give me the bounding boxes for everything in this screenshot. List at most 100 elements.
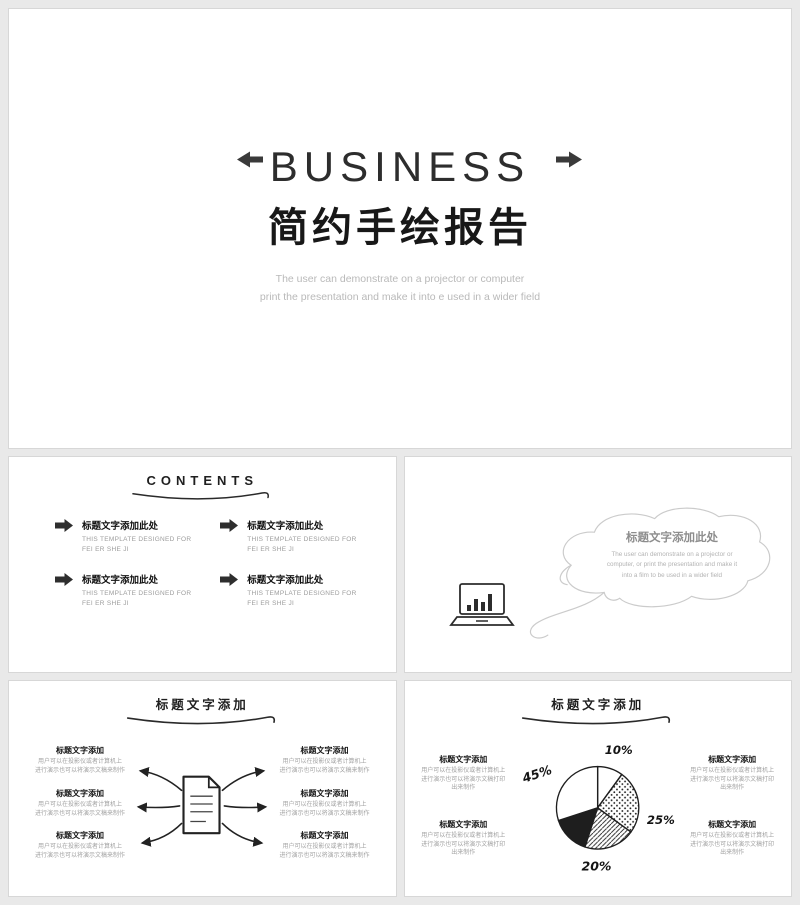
pie-label-20: 20% — [582, 859, 612, 874]
item-desc-line: 用户可以在投影仪或者计算机上 — [37, 844, 122, 851]
contents-item-desc: THIS TEMPLATE DESIGNED FOR FEI ER SHE JI — [247, 590, 357, 608]
item-title: 标题文字添加 — [300, 746, 349, 756]
item-title: 标题文字添加 — [300, 831, 349, 841]
item-desc-line: 用户可以在投影仪或者计算机上 — [690, 767, 775, 774]
item-desc-line: 进行演示也可以将演示文稿打印 — [690, 776, 775, 783]
contents-items: 标题文字添加此处 THIS TEMPLATE DESIGNED FOR FEI … — [9, 518, 396, 609]
contents-item-desc: THIS TEMPLATE DESIGNED FOR FEI ER SHE JI — [247, 536, 357, 554]
pie-label-10: 10% — [605, 743, 633, 757]
item-desc: 用户可以在投影仪或者计算机上 进行演示也可以将演示文稿来制作 — [276, 843, 374, 860]
diagram-item: 标题文字添加 用户可以在投影仪或者计算机上 进行演示也可以将演示文稿来制作 — [276, 745, 374, 775]
underline-swoosh-icon — [126, 716, 275, 725]
item-title: 标题文字添加 — [708, 820, 757, 829]
thumbnail-grid: CONTENTS 标题文字添加此处 THIS TEMPLATE DESIGNED… — [8, 456, 792, 897]
item-title: 标题文字添加 — [439, 820, 488, 829]
diagram-item: 标题文字添加 用户可以在投影仪或者计算机上 进行演示也可以将演示文稿来制作 — [31, 745, 129, 775]
item-desc: 用户可以在投影仪或者计算机上 进行演示也可以将演示文稿打印 出来制作 — [687, 832, 777, 858]
diagram-item: 标题文字添加 用户可以在投影仪或者计算机上 进行演示也可以将演示文稿来制作 — [31, 788, 129, 818]
contents-item: 标题文字添加此处 THIS TEMPLATE DESIGNED FOR FEI … — [220, 572, 369, 609]
diagram-item: 标题文字添加 用户可以在投影仪或者计算机上 进行演示也可以将演示文稿来制作 — [276, 830, 374, 860]
item-desc-line: 进行演示也可以将演示文稿来制作 — [279, 852, 370, 859]
pie-item: 标题文字添加 用户可以在投影仪或者计算机上 进行演示也可以将演示文稿打印 出来制… — [687, 819, 777, 858]
item-desc: 用户可以在投影仪或者计算机上 进行演示也可以将演示文稿来制作 — [31, 758, 129, 775]
diagram-right-column: 标题文字添加 用户可以在投影仪或者计算机上 进行演示也可以将演示文稿来制作 标题… — [276, 745, 374, 860]
pie-item: 标题文字添加 用户可以在投影仪或者计算机上 进行演示也可以将演示文稿打印 出来制… — [419, 754, 509, 793]
bullet-arrow-icon — [55, 518, 74, 538]
item-desc-line: 用户可以在投影仪或者计算机上 — [690, 833, 775, 839]
pie-content: 标题文字添加 用户可以在投影仪或者计算机上 进行演示也可以将演示文稿打印 出来制… — [405, 727, 792, 885]
diagram-heading: 标题文字添加 — [155, 698, 249, 712]
hero-desc-line: The user can demonstrate on a projector … — [275, 273, 525, 285]
section-desc-line: computer, or print the presentation and … — [606, 561, 738, 569]
contents-item: 标题文字添加此处 THIS TEMPLATE DESIGNED FOR FEI … — [55, 518, 204, 555]
cloud-callout: 标题文字添加此处 The user can demonstrate on a p… — [507, 495, 779, 651]
item-title: 标题文字添加 — [439, 754, 488, 764]
section-title: 标题文字添加此处 — [626, 532, 718, 544]
pie-label-25: 25% — [647, 813, 675, 827]
item-title: 标题文字添加 — [300, 788, 349, 798]
item-title: 标题文字添加 — [56, 788, 104, 798]
document-icon — [182, 775, 221, 835]
hand-drawn-pie-chart: 45% 10% 25% 20% — [520, 743, 676, 874]
section-desc-line: The user can demonstrate on a projector … — [611, 551, 733, 558]
item-title: 标题文字添加 — [708, 754, 757, 764]
contents-item-desc: THIS TEMPLATE DESIGNED FOR FEI ER SHE JI — [82, 536, 192, 554]
item-desc: 用户可以在投影仪或者计算机上 进行演示也可以将演示文稿来制作 — [276, 758, 374, 775]
bullet-arrow-icon — [220, 572, 239, 592]
item-desc-line: 用户可以在投影仪或者计算机上 — [421, 833, 506, 839]
item-desc-line: 进行演示也可以将演示文稿来制作 — [279, 768, 370, 775]
slide-contents[interactable]: CONTENTS 标题文字添加此处 THIS TEMPLATE DESIGNED… — [8, 456, 397, 673]
item-desc: 用户可以在投影仪或者计算机上 进行演示也可以将演示文稿打印 出来制作 — [687, 767, 777, 793]
item-desc-line: 用户可以在投影仪或者计算机上 — [282, 801, 367, 808]
pie-heading: 标题文字添加 — [551, 698, 645, 712]
contents-item-desc: THIS TEMPLATE DESIGNED FOR FEI ER SHE JI — [82, 590, 192, 608]
item-desc-line: 进行演示也可以将演示文稿来制作 — [34, 852, 125, 859]
item-desc: 用户可以在投影仪或者计算机上 进行演示也可以将演示文稿来制作 — [31, 843, 129, 860]
diagram-item: 标题文字添加 用户可以在投影仪或者计算机上 进行演示也可以将演示文稿来制作 — [31, 830, 129, 860]
item-desc-line: 进行演示也可以将演示文稿打印 — [690, 841, 775, 848]
hero-description: The user can demonstrate on a projector … — [9, 271, 791, 307]
contents-item-title: 标题文字添加此处 — [82, 521, 159, 532]
item-title: 标题文字添加 — [56, 746, 104, 756]
contents-item-title: 标题文字添加此处 — [247, 575, 324, 587]
item-title: 标题文字添加 — [56, 831, 104, 841]
hero-desc-line: print the presentation and make it into … — [259, 290, 541, 303]
pie-label-45: 45% — [520, 762, 554, 786]
slide-pie-chart[interactable]: 标题文字添加 标题文字添加 用户可以在投影仪或者计算机上 进行演示也可以将演示文… — [403, 680, 792, 897]
diagram-item: 标题文字添加 用户可以在投影仪或者计算机上 进行演示也可以将演示文稿来制作 — [276, 788, 374, 818]
pie-item: 标题文字添加 用户可以在投影仪或者计算机上 进行演示也可以将演示文稿打印 出来制… — [419, 819, 509, 858]
item-desc-line: 用户可以在投影仪或者计算机上 — [282, 844, 367, 851]
laptop-chart-icon — [448, 581, 515, 636]
underline-swoosh-icon — [522, 716, 671, 725]
item-desc: 用户可以在投影仪或者计算机上 进行演示也可以将演示文稿来制作 — [276, 801, 374, 818]
item-desc-line: 进行演示也可以将演示文稿来制作 — [34, 810, 125, 817]
arrow-left-icon — [236, 151, 263, 173]
item-desc: 用户可以在投影仪或者计算机上 进行演示也可以将演示文稿打印 出来制作 — [419, 767, 509, 793]
slide-diagram[interactable]: 标题文字添加 标题文字添加 用户可以在投影仪或者计算机上 进行演示也可以将演示文… — [8, 680, 397, 897]
item-desc-line: 进行演示也可以将演示文稿打印 — [421, 776, 506, 783]
item-desc: 用户可以在投影仪或者计算机上 进行演示也可以将演示文稿来制作 — [31, 801, 129, 818]
contents-item-title: 标题文字添加此处 — [247, 521, 324, 532]
bullet-arrow-icon — [220, 518, 239, 538]
bullet-arrow-icon — [55, 572, 74, 592]
item-desc-line: 出来制作 — [720, 850, 745, 857]
slide-section-cloud[interactable]: 标题文字添加此处 The user can demonstrate on a p… — [403, 456, 792, 673]
contents-item-title: 标题文字添加此处 — [82, 575, 159, 587]
arrow-right-icon — [556, 151, 583, 173]
section-desc-line: into a film to be used in a wider field — [621, 571, 723, 579]
hero-title: BUSINESS — [269, 143, 531, 190]
cloud-doodle-icon — [530, 507, 771, 639]
item-desc-line: 用户可以在投影仪或者计算机上 — [421, 767, 506, 774]
section-description: The user can demonstrate on a projector … — [593, 550, 751, 581]
document-radiating-arrows-icon — [136, 767, 268, 847]
item-desc-line: 用户可以在投影仪或者计算机上 — [37, 759, 122, 766]
pie-left-column: 标题文字添加 用户可以在投影仪或者计算机上 进行演示也可以将演示文稿打印 出来制… — [419, 754, 509, 858]
item-desc: 用户可以在投影仪或者计算机上 进行演示也可以将演示文稿打印 出来制作 — [419, 832, 509, 858]
item-desc-line: 出来制作 — [451, 785, 476, 792]
item-desc-line: 用户可以在投影仪或者计算机上 — [282, 759, 367, 766]
pie-right-column: 标题文字添加 用户可以在投影仪或者计算机上 进行演示也可以将演示文稿打印 出来制… — [687, 754, 777, 858]
item-desc-line: 出来制作 — [720, 785, 745, 792]
item-desc-line: 进行演示也可以将演示文稿来制作 — [34, 768, 125, 775]
slide-hero[interactable]: BUSINESS 简约手绘报告 The user can demonstrate… — [8, 8, 792, 449]
